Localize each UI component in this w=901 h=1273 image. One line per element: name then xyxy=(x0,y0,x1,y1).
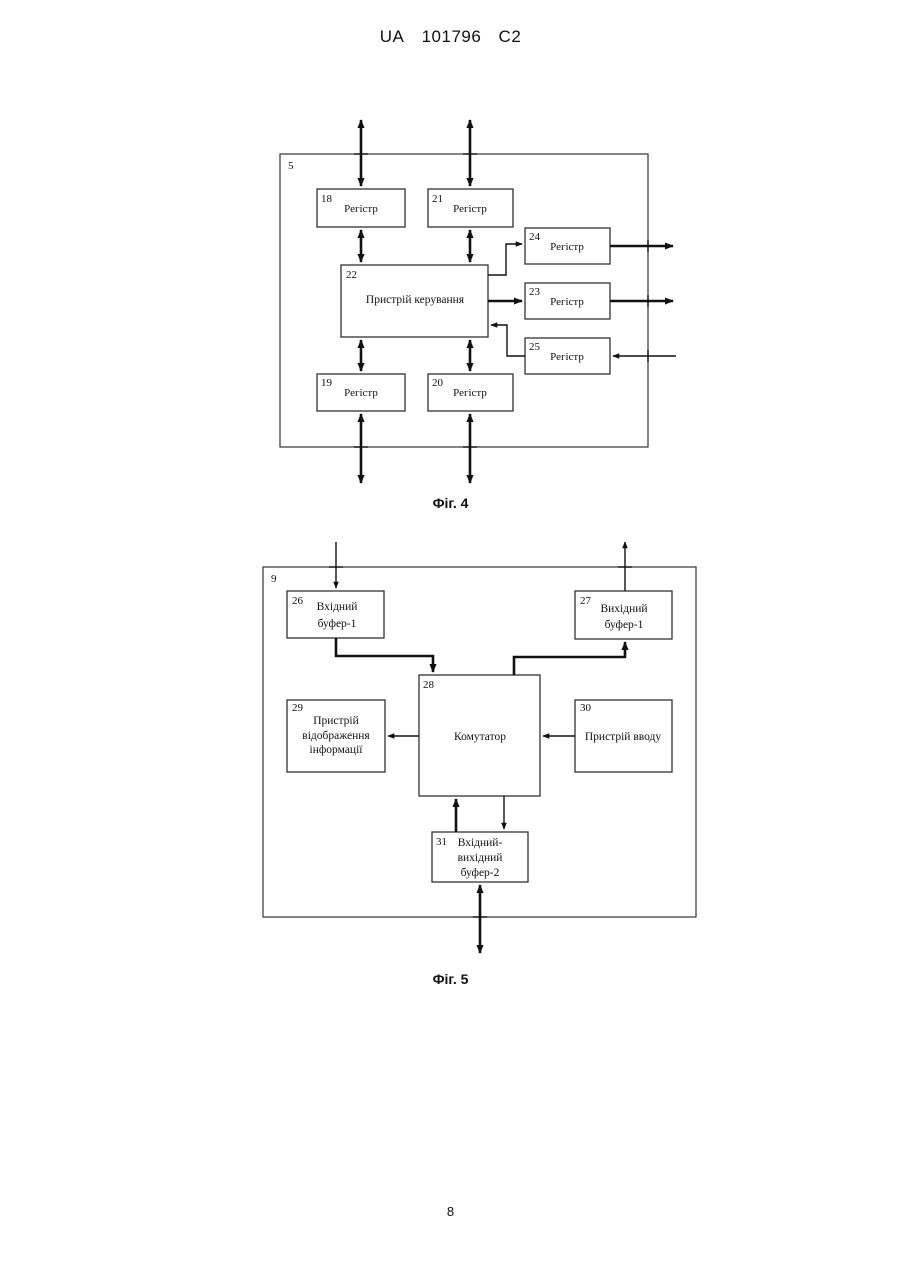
block-31-number: 31 xyxy=(436,836,447,848)
block-20-number: 20 xyxy=(432,377,444,389)
block-31-line3: буфер-2 xyxy=(461,867,500,879)
fig5-outer-number: 9 xyxy=(271,573,277,585)
block-30-label: Пристрій вводу xyxy=(585,731,662,743)
block-28-number: 28 xyxy=(423,679,435,691)
block-31-line2: вихідний xyxy=(458,852,503,864)
page-number: 8 xyxy=(0,1204,901,1219)
block-29-number: 29 xyxy=(292,702,304,714)
block-30-number: 30 xyxy=(580,702,592,714)
fig4-block-24: 24 Регістр xyxy=(525,228,610,264)
fig4-block-23: 23 Регістр xyxy=(525,283,610,319)
fig5-block-29: 29 Пристрій відображення інформації xyxy=(287,700,385,772)
block-23-number: 23 xyxy=(529,286,541,298)
fig4-block-25: 25 Регістр xyxy=(525,338,610,374)
block-18-number: 18 xyxy=(321,193,333,205)
block-25-number: 25 xyxy=(529,341,541,353)
block-26-line2: буфер-1 xyxy=(318,618,357,630)
fig4-block-21: 21 Регістр xyxy=(428,189,513,227)
block-21-label: Регістр xyxy=(453,203,487,215)
fig4-caption: Фіг. 4 xyxy=(0,495,901,511)
fig5-block-30: 30 Пристрій вводу xyxy=(575,700,672,772)
block-29-line1: Пристрій xyxy=(313,715,359,727)
block-24-label: Регістр xyxy=(550,241,584,253)
block-25-label: Регістр xyxy=(550,351,584,363)
block-19-label: Регістр xyxy=(344,387,378,399)
block-21-number: 21 xyxy=(432,193,443,205)
block-28-label: Комутатор xyxy=(454,731,506,743)
fig4-block-19: 19 Регістр xyxy=(317,374,405,411)
fig5-block-28: 28 Комутатор xyxy=(419,675,540,796)
block-29-line3: інформації xyxy=(310,744,364,756)
block-27-number: 27 xyxy=(580,595,592,607)
block-22-number: 22 xyxy=(346,269,357,281)
block-22-label: Пристрій керування xyxy=(366,294,465,306)
fig4-diagram: 5 18 Регістр 21 Регістр 24 Регістр 22 Пр… xyxy=(280,120,676,483)
fig5-block-26: 26 Вхідний буфер-1 xyxy=(287,591,384,638)
block-20-label: Регістр xyxy=(453,387,487,399)
fig5-block-27: 27 Вихідний буфер-1 xyxy=(575,591,672,639)
block-26-line1: Вхідний xyxy=(317,601,358,613)
block-29-line2: відображення xyxy=(302,730,370,742)
fig4-block-22: 22 Пристрій керування xyxy=(341,265,488,337)
fig4-outer-number: 5 xyxy=(288,160,294,172)
fig4-block-20: 20 Регістр xyxy=(428,374,513,411)
fig5-block-31: 31 Вхідний- вихідний буфер-2 xyxy=(432,832,528,882)
block-23-label: Регістр xyxy=(550,296,584,308)
block-26-number: 26 xyxy=(292,595,304,607)
block-18-label: Регістр xyxy=(344,203,378,215)
block-27-line2: буфер-1 xyxy=(605,619,644,631)
fig5-diagram: 9 26 Вхідний буфер-1 27 Вихідний буфер-1… xyxy=(263,542,696,953)
block-19-number: 19 xyxy=(321,377,333,389)
block-24-number: 24 xyxy=(529,231,541,243)
block-27-line1: Вихідний xyxy=(600,603,647,615)
fig5-caption: Фіг. 5 xyxy=(0,971,901,987)
block-31-line1: Вхідний- xyxy=(458,837,503,849)
fig4-block-18: 18 Регістр xyxy=(317,189,405,227)
